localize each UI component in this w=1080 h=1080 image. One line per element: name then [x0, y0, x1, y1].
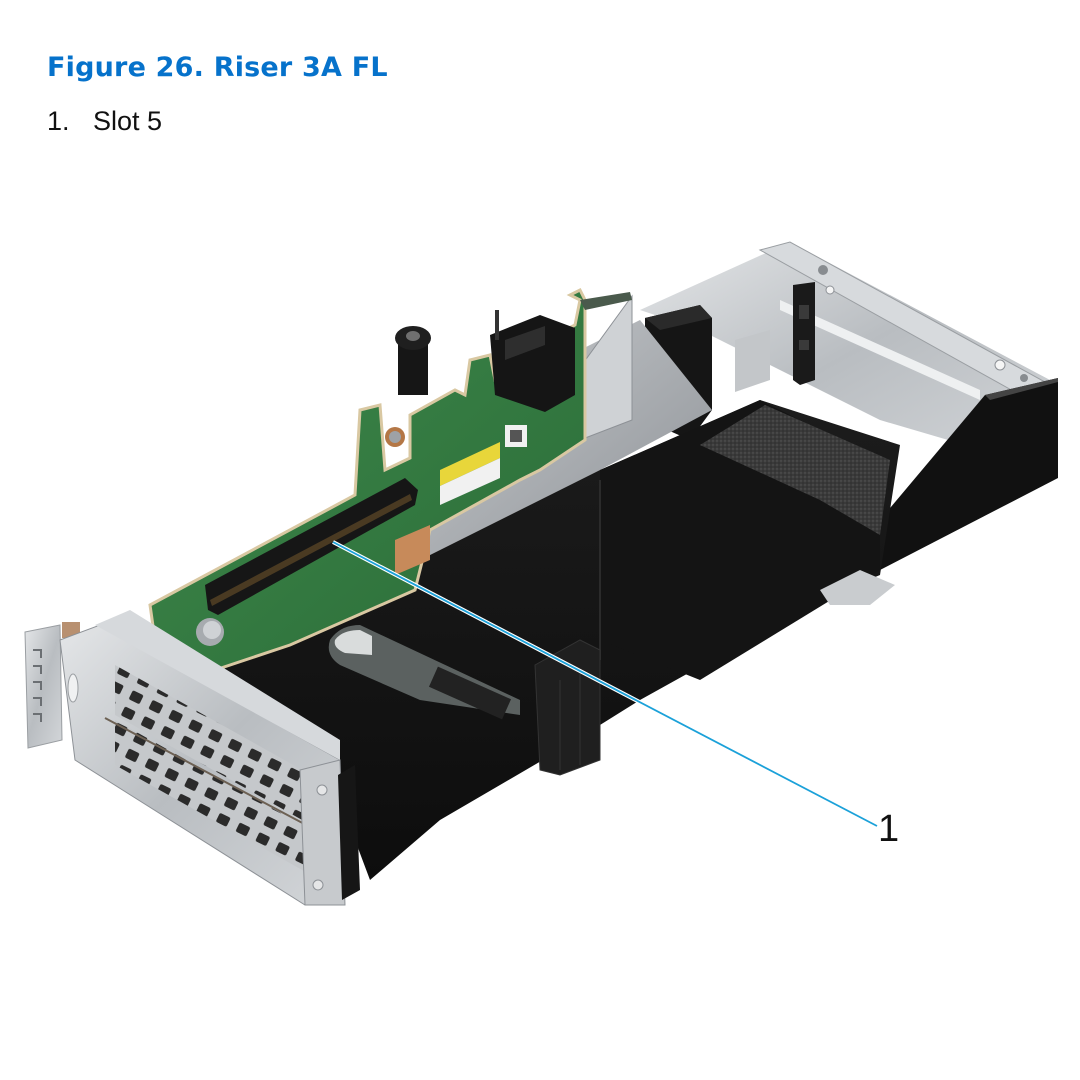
callout-number: 1	[878, 808, 900, 850]
legend-item: 1. Slot 5	[47, 106, 162, 137]
front-pcie-bracket	[24, 610, 360, 906]
air-shroud	[215, 400, 900, 880]
power-connector	[490, 292, 632, 412]
thumbscrew-standoff	[395, 326, 431, 395]
figure-title: Figure 26. Riser 3A FL	[47, 52, 388, 83]
legend-item-label: Slot 5	[93, 106, 163, 136]
callout-line	[332, 541, 878, 827]
pcie-slot-5	[205, 478, 418, 615]
legend-item-number: 1.	[47, 106, 70, 136]
figure-legend: 1. Slot 5	[47, 106, 162, 137]
capacitor	[196, 618, 224, 646]
rear-metal-cage	[640, 241, 1058, 570]
